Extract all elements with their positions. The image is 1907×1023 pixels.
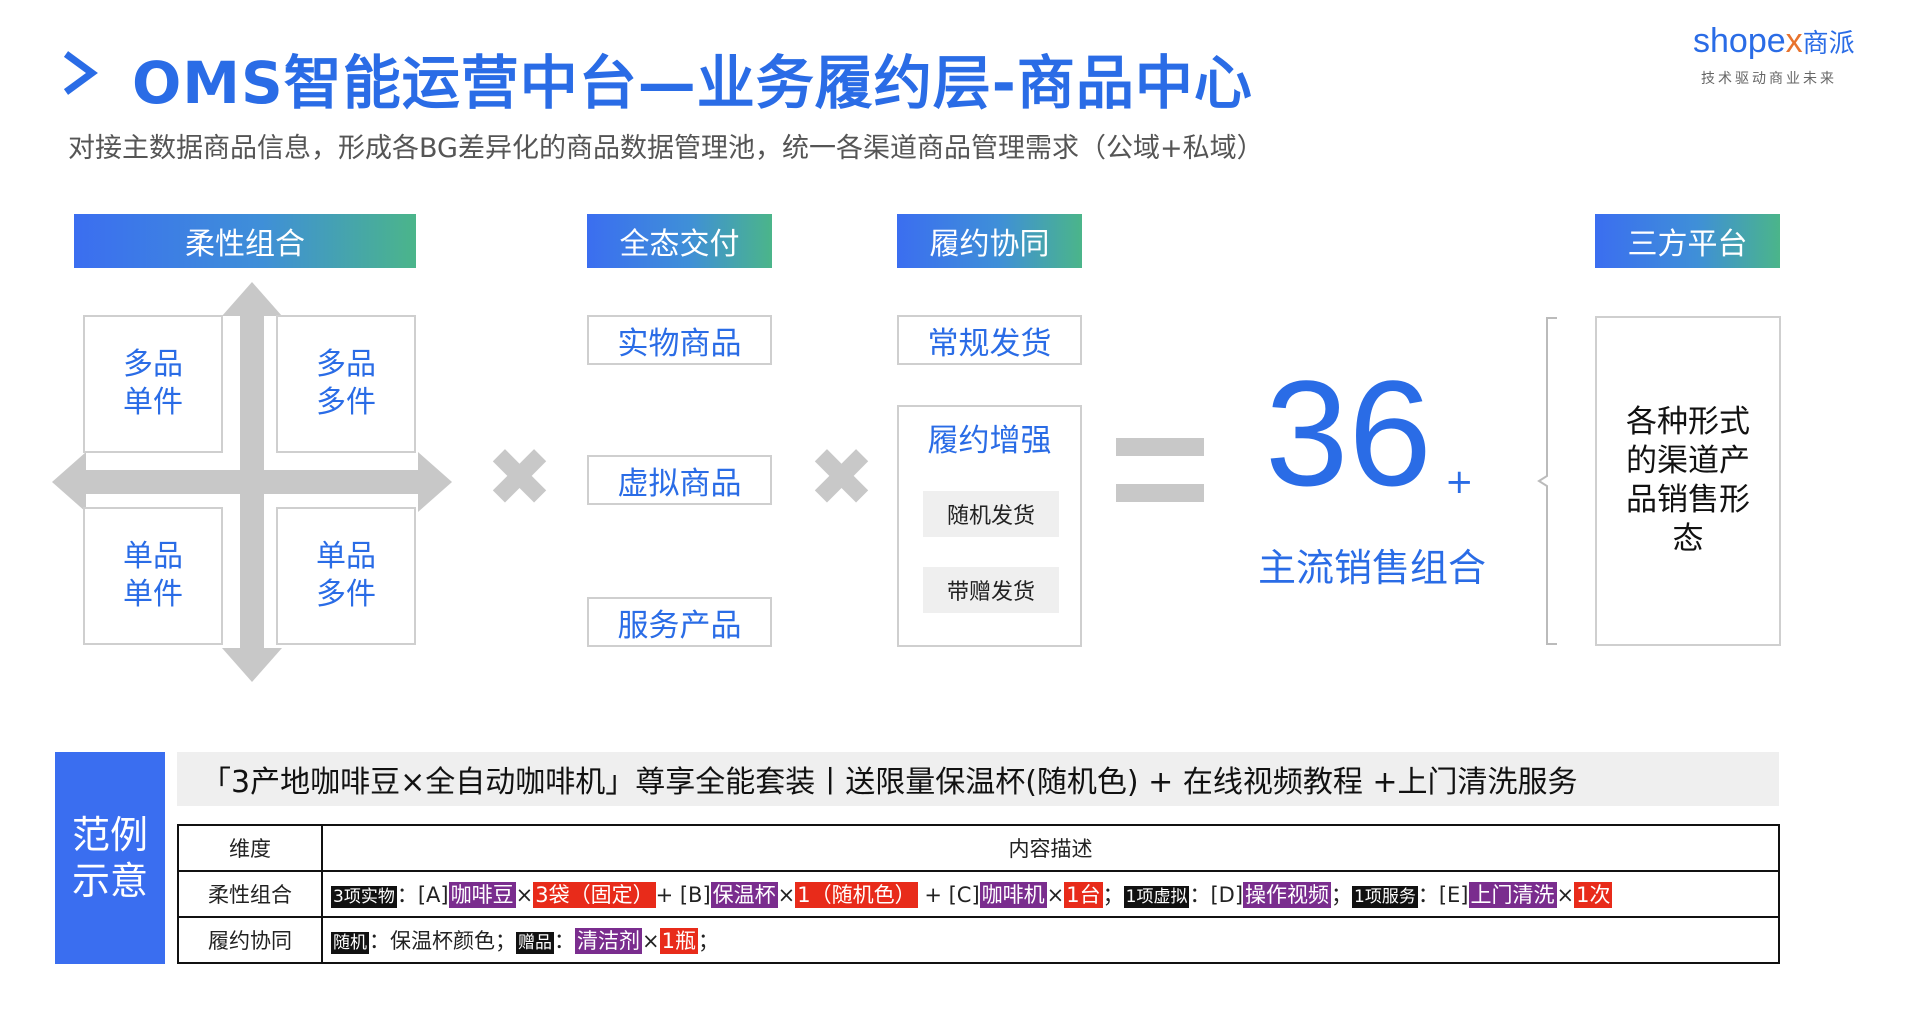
combo-count: 36	[1265, 349, 1432, 517]
quadrant-multi-product-single: 多品单件	[83, 315, 223, 453]
table-row: 履约协同 随机：保温杯颜色；赠品：清洁剂×1瓶；	[177, 916, 1780, 964]
equals-icon	[1116, 484, 1204, 502]
fulfillment-enhance-label: 履约增强	[927, 423, 1052, 459]
delivery-service: 服务产品	[587, 597, 772, 647]
delivery-virtual: 虚拟商品	[587, 455, 772, 505]
row-label-fulfillment: 履约协同	[177, 916, 323, 964]
header-third-party: 三方平台	[1595, 214, 1780, 268]
delivery-physical: 实物商品	[587, 315, 772, 365]
quadrant-cross-arrows	[52, 282, 452, 682]
quadrant-single-product-single: 单品单件	[83, 507, 223, 645]
header-fulfillment: 履约协同	[897, 214, 1082, 268]
table-header-row: 维度 内容描述	[177, 824, 1780, 872]
title-chevron-icon	[63, 51, 98, 95]
page-subtitle: 对接主数据商品信息，形成各BG差异化的商品数据管理池，统一各渠道商品管理需求（公…	[68, 133, 1264, 164]
fulfillment-regular: 常规发货	[897, 315, 1082, 365]
table-header-dimension: 维度	[177, 824, 323, 872]
header-flex-combo: 柔性组合	[74, 214, 416, 268]
equals-icon	[1116, 438, 1204, 456]
page-title: OMS智能运营中台—业务履约层-商品中心	[132, 49, 1253, 117]
combo-count-plus: +	[1445, 462, 1474, 502]
example-table: 维度 内容描述 柔性组合 3项实物：[A]咖啡豆×3袋（固定）+ [B]保温杯×…	[177, 824, 1780, 964]
multiply-icon: ✖	[808, 431, 876, 524]
shopex-logo: shopex商派 技术驱动商业未来	[1693, 22, 1855, 87]
row-label-flex-combo: 柔性组合	[177, 870, 323, 918]
platform-description: 各种形式 的渠道产 品销售形 态	[1595, 316, 1781, 646]
fulfillment-enhance-panel: 履约增强 随机发货 带赠发货	[897, 405, 1082, 647]
example-side-label: 范例 示意	[55, 752, 165, 964]
row-content-fulfillment: 随机：保温杯颜色；赠品：清洁剂×1瓶；	[321, 916, 1780, 964]
quadrant-multi-product-multi: 多品多件	[276, 315, 416, 453]
random-shipping-tag: 随机发货	[923, 491, 1059, 537]
header-full-delivery: 全态交付	[587, 214, 772, 268]
combo-label: 主流销售组合	[1258, 546, 1487, 590]
gift-shipping-tag: 带赠发货	[923, 567, 1059, 613]
row-content-flex-combo: 3项实物：[A]咖啡豆×3袋（固定）+ [B]保温杯×1（随机色） + [C]咖…	[321, 870, 1780, 918]
table-row: 柔性组合 3项实物：[A]咖啡豆×3袋（固定）+ [B]保温杯×1（随机色） +…	[177, 870, 1780, 918]
table-header-content: 内容描述	[321, 824, 1780, 872]
quadrant-single-product-multi: 单品多件	[276, 507, 416, 645]
example-headline: 「3产地咖啡豆×全自动咖啡机」尊享全能套装丨送限量保温杯(随机色) + 在线视频…	[177, 752, 1779, 806]
multiply-icon: ✖	[486, 431, 554, 524]
left-brace-icon	[1537, 317, 1557, 645]
